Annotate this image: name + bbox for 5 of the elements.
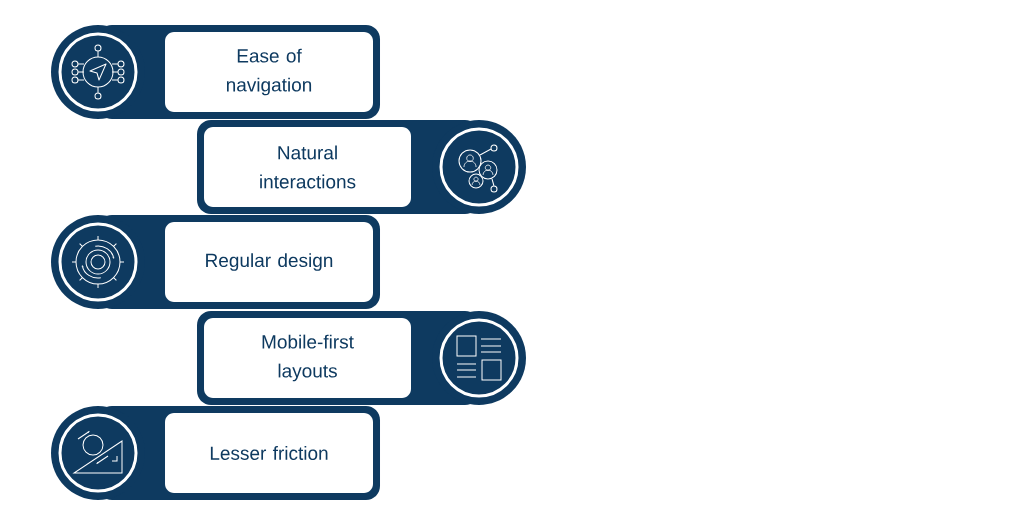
label-box: Natural interactions: [204, 127, 411, 207]
label-box: Mobile-first layouts: [204, 318, 411, 398]
label-box: Regular design: [165, 222, 373, 302]
label-box: Lesser friction: [165, 413, 373, 493]
label-box: Ease of navigation: [165, 32, 373, 112]
